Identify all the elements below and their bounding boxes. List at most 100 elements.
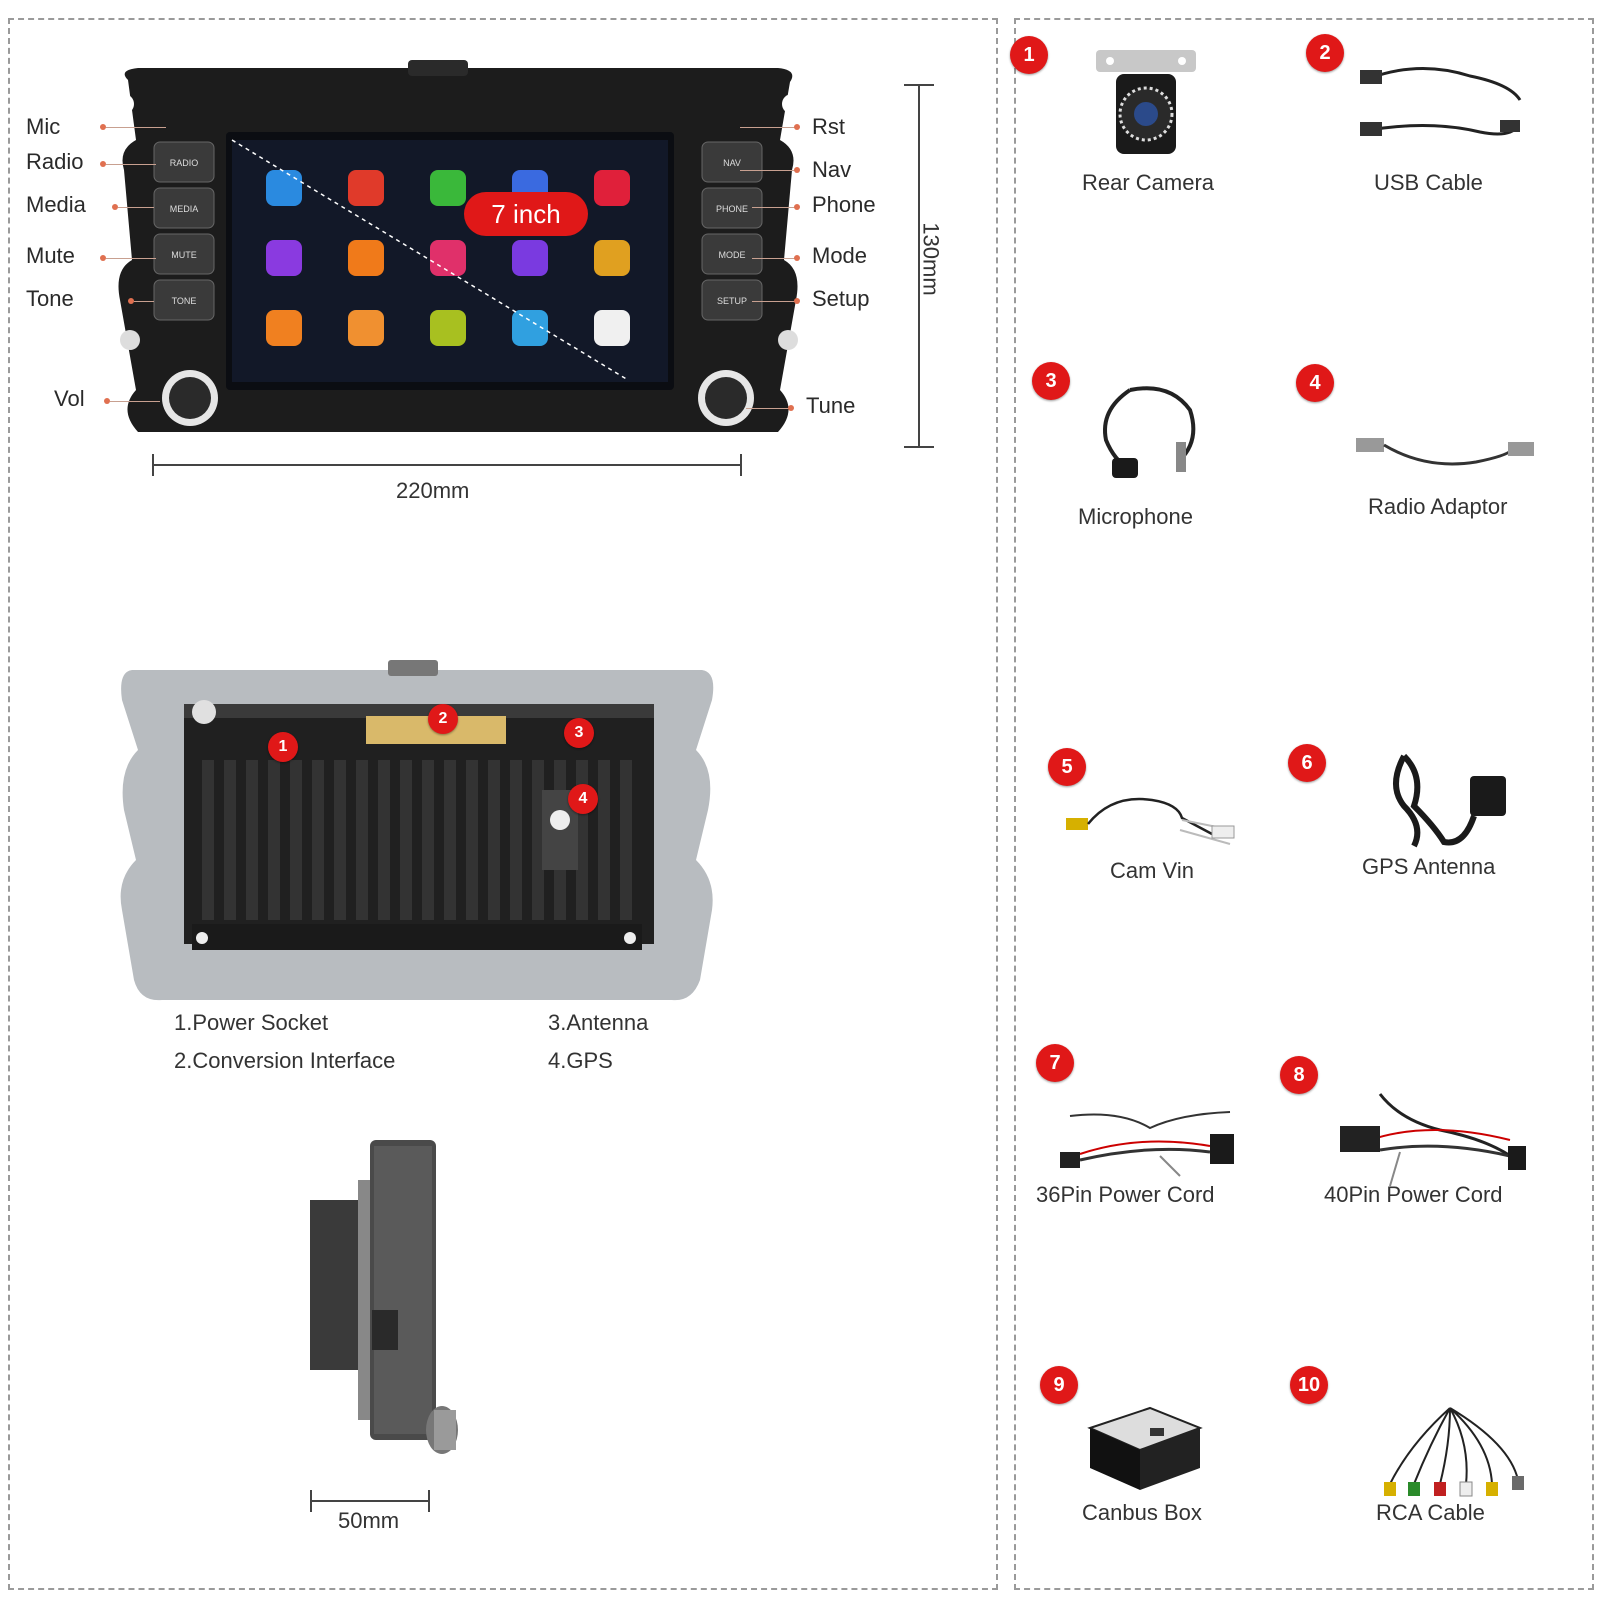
callout-tone: Tone bbox=[26, 286, 74, 311]
back-marker-4: 4 bbox=[568, 784, 598, 814]
heatsink-fin bbox=[532, 760, 544, 920]
callout-mic: Mic bbox=[26, 114, 61, 139]
accessory-label: 40Pin Power Cord bbox=[1324, 1182, 1503, 1207]
callout-setup: Setup bbox=[812, 286, 870, 311]
accessory-label: Radio Adaptor bbox=[1368, 494, 1508, 519]
cam-vin-icon bbox=[1062, 790, 1242, 860]
app-icon bbox=[348, 170, 384, 206]
hardware-button bbox=[153, 141, 215, 183]
power-cord-36pin-icon bbox=[1060, 1104, 1240, 1184]
width-dimension: 220mm bbox=[396, 478, 470, 503]
hardware-button bbox=[153, 187, 215, 229]
heatsink-fin bbox=[598, 760, 610, 920]
width-dimension-line bbox=[152, 464, 742, 466]
accessory-label: USB Cable bbox=[1374, 170, 1483, 195]
app-icon bbox=[594, 240, 630, 276]
back-marker-1: 1 bbox=[268, 732, 298, 762]
hardware-button-label: RADIO bbox=[170, 158, 199, 168]
hardware-button-label: TONE bbox=[172, 296, 197, 306]
app-icon bbox=[430, 310, 466, 346]
power-cord-40pin-icon bbox=[1340, 1090, 1530, 1190]
app-icon bbox=[512, 310, 548, 346]
callout-mode: Mode bbox=[812, 243, 868, 268]
heatsink-fin bbox=[422, 760, 434, 920]
legend-antenna: 3.Antenna bbox=[548, 1010, 649, 1035]
hardware-button-label: MUTE bbox=[171, 250, 197, 260]
gps-antenna-icon bbox=[1384, 746, 1514, 856]
app-icon bbox=[594, 170, 630, 206]
callout-radio: Radio bbox=[26, 149, 84, 174]
app-icon bbox=[430, 170, 466, 206]
accessory-number-badge: 4 bbox=[1296, 364, 1334, 402]
callout-nav: Nav bbox=[812, 157, 852, 182]
hardware-button bbox=[701, 233, 763, 275]
hardware-button-label: SETUP bbox=[717, 296, 747, 306]
heatsink-fin bbox=[378, 760, 390, 920]
hardware-button-label: MEDIA bbox=[170, 204, 199, 214]
app-icon bbox=[266, 170, 302, 206]
callout-rst: Rst bbox=[812, 114, 845, 139]
accessory-label: 36Pin Power Cord bbox=[1036, 1182, 1215, 1207]
usb-cable-icon bbox=[1360, 50, 1530, 150]
accessory-label: Rear Camera bbox=[1082, 170, 1215, 195]
accessory-number-badge: 10 bbox=[1290, 1366, 1328, 1404]
callout-media: Media bbox=[26, 192, 86, 217]
heatsink-fin bbox=[444, 760, 456, 920]
accessory-number-badge: 8 bbox=[1280, 1056, 1318, 1094]
legend-gps: 4.GPS bbox=[548, 1048, 613, 1073]
accessory-number-badge: 2 bbox=[1306, 34, 1344, 72]
accessory-label: Cam Vin bbox=[1110, 858, 1194, 883]
accessory-number-badge: 6 bbox=[1288, 744, 1326, 782]
accessories-panel bbox=[1014, 18, 1594, 1590]
hardware-button-label: NAV bbox=[723, 158, 741, 168]
heatsink-fin bbox=[620, 760, 632, 920]
app-icon bbox=[512, 240, 548, 276]
app-icon bbox=[266, 310, 302, 346]
accessory-number-badge: 1 bbox=[1010, 36, 1048, 74]
depth-dimension-line bbox=[310, 1500, 430, 1502]
heatsink-fin bbox=[202, 760, 214, 920]
accessory-number-badge: 3 bbox=[1032, 362, 1070, 400]
height-dimension-line bbox=[918, 84, 920, 448]
app-icon bbox=[594, 310, 630, 346]
head-unit-front-view: RADIO MEDIA MUTE TONE NAV PHONE MODE SETUP bbox=[108, 60, 808, 450]
callout-tune: Tune bbox=[806, 393, 856, 418]
rca-cable-icon bbox=[1370, 1404, 1530, 1500]
legend-power-socket: 1.Power Socket bbox=[174, 1010, 329, 1035]
back-marker-2: 2 bbox=[428, 704, 458, 734]
callout-mute: Mute bbox=[26, 243, 75, 268]
heatsink-fin bbox=[246, 760, 258, 920]
accessory-number-badge: 9 bbox=[1040, 1366, 1078, 1404]
heatsink-fin bbox=[488, 760, 500, 920]
canbus-box-icon bbox=[1080, 1398, 1210, 1494]
depth-dimension: 50mm bbox=[338, 1508, 400, 1533]
app-icon bbox=[430, 240, 466, 276]
legend-conversion-interface: 2.Conversion Interface bbox=[174, 1048, 396, 1073]
accessory-number-badge: 5 bbox=[1048, 748, 1086, 786]
accessory-label: Canbus Box bbox=[1082, 1500, 1202, 1525]
accessory-label: GPS Antenna bbox=[1362, 854, 1496, 879]
heatsink-fin bbox=[224, 760, 236, 920]
hardware-button bbox=[153, 279, 215, 321]
heatsink-fin bbox=[510, 760, 522, 920]
radio-adaptor-icon bbox=[1356, 430, 1536, 480]
callout-vol: Vol bbox=[54, 386, 85, 411]
callout-phone: Phone bbox=[812, 192, 876, 217]
accessory-label: Microphone bbox=[1078, 504, 1193, 529]
back-marker-3: 3 bbox=[564, 718, 594, 748]
heatsink-fin bbox=[466, 760, 478, 920]
app-icon bbox=[348, 310, 384, 346]
accessory-number-badge: 7 bbox=[1036, 1044, 1074, 1082]
heatsink-fin bbox=[312, 760, 324, 920]
heatsink-fin bbox=[268, 760, 280, 920]
hardware-button bbox=[701, 279, 763, 321]
heatsink-fin bbox=[334, 760, 346, 920]
hardware-button bbox=[701, 141, 763, 183]
rear-camera-icon bbox=[1086, 44, 1206, 164]
microphone-icon bbox=[1090, 380, 1210, 490]
head-unit-back-view bbox=[112, 660, 722, 1010]
accessory-label: RCA Cable bbox=[1376, 1500, 1485, 1525]
hardware-button-label: PHONE bbox=[716, 204, 748, 214]
screen-size-badge: 7 inch bbox=[464, 192, 588, 236]
hardware-button-label: MODE bbox=[719, 250, 746, 260]
